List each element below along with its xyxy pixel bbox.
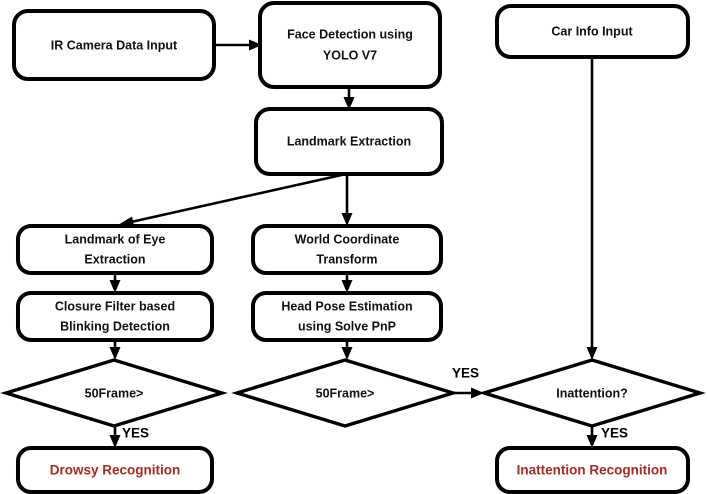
edge-closure-to-decision [109, 340, 121, 360]
edge-decision-eye-to-drowsy [109, 426, 121, 448]
node-landmark-extraction[interactable]: Landmark Extraction [254, 107, 444, 176]
node-box [16, 291, 214, 342]
node-world-coordinate-transform[interactable]: World Coordinate Transform [251, 224, 443, 275]
node-label-line1: Head Pose Estimation [281, 299, 412, 313]
diamond-shape [231, 358, 459, 428]
node-box [258, 1, 442, 89]
decision-layer: 50Frame> 50Frame> Inattention? [0, 358, 706, 428]
node-box [12, 9, 216, 81]
node-box [251, 224, 443, 275]
node-label-line1: Closure Filter based [55, 299, 175, 313]
diamond-shape [478, 358, 706, 428]
edge-eye-to-closure [109, 273, 121, 293]
decision-label: 50Frame> [85, 386, 144, 400]
edge-landmark-to-eye [118, 172, 347, 228]
edge-label-yes-head-right: YES [452, 366, 479, 381]
decision-label: Inattention? [556, 386, 628, 400]
node-box [251, 291, 443, 342]
node-label-line2: Extraction [84, 252, 145, 266]
node-label-line2: Transform [316, 252, 377, 266]
node-box [16, 224, 214, 275]
node-label-line1: Landmark of Eye [65, 232, 166, 246]
edge-ir-to-face [214, 39, 262, 51]
decision-50frame-head[interactable]: 50Frame> [231, 358, 459, 428]
edge-headpose-to-decision [341, 340, 353, 360]
decision-label: 50Frame> [316, 386, 375, 400]
node-box [254, 107, 444, 176]
node-label-line2: YOLO V7 [323, 48, 377, 62]
node-box [16, 446, 214, 494]
node-drowsy-recognition[interactable]: Drowsy Recognition [16, 446, 214, 494]
node-face-detection-yolo[interactable]: Face Detection using YOLO V7 [258, 1, 442, 89]
node-closure-filter-blinking-detection[interactable]: Closure Filter based Blinking Detection [16, 291, 214, 342]
edge-label-yes-inattention: YES [601, 426, 628, 441]
node-layer: IR Camera Data Input Face Detection usin… [12, 1, 690, 494]
edge-face-to-landmark [343, 87, 355, 110]
node-label: IR Camera Data Input [51, 38, 178, 52]
node-inattention-recognition[interactable]: Inattention Recognition [495, 446, 690, 494]
node-car-info-input[interactable]: Car Info Input [495, 4, 690, 59]
edge-world-to-headpose [341, 273, 353, 293]
diamond-shape [0, 358, 228, 428]
edge-carinfo-to-inattention [586, 57, 598, 360]
node-head-pose-estimation-solvepnp[interactable]: Head Pose Estimation using Solve PnP [251, 291, 443, 342]
node-box [495, 4, 690, 59]
node-label: Drowsy Recognition [50, 463, 181, 478]
node-label-line1: Face Detection using [287, 27, 413, 41]
edge-label-yes-drowsy: YES [122, 426, 149, 441]
edge-decision-inattention-to-result [586, 426, 598, 448]
node-label-line2: using Solve PnP [298, 319, 396, 333]
node-label: Car Info Input [551, 24, 633, 38]
edge-label-layer: YES YES YES [122, 366, 628, 441]
node-label: Inattention Recognition [517, 463, 668, 478]
decision-50frame-eye[interactable]: 50Frame> [0, 358, 228, 428]
node-landmark-of-eye-extraction[interactable]: Landmark of Eye Extraction [16, 224, 214, 275]
node-label: Landmark Extraction [287, 134, 411, 148]
node-ir-camera-data-input[interactable]: IR Camera Data Input [12, 9, 216, 81]
node-label-line1: World Coordinate [295, 232, 400, 246]
node-label-line2: Blinking Detection [60, 319, 170, 333]
edge-landmark-to-world [341, 174, 353, 226]
decision-inattention[interactable]: Inattention? [478, 358, 706, 428]
node-box [495, 446, 690, 494]
